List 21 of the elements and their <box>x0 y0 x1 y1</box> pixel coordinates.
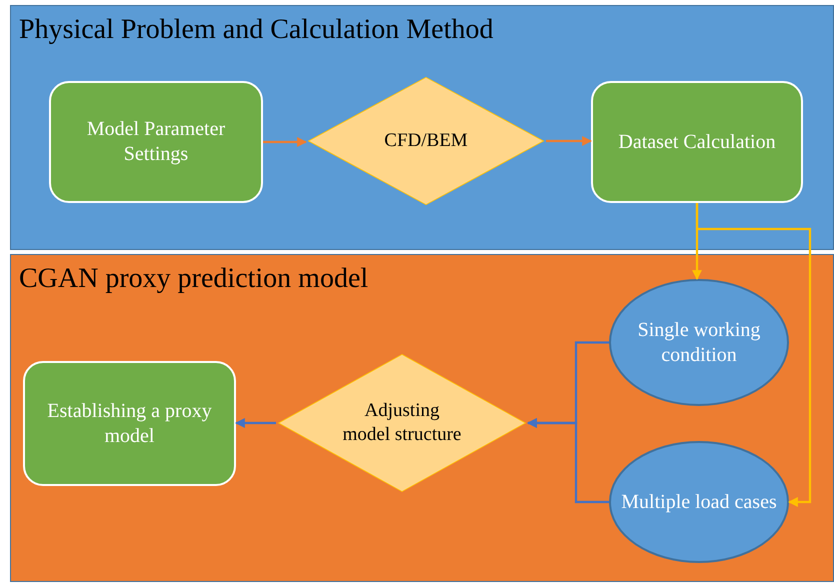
arrow <box>527 418 609 504</box>
arrow <box>235 418 276 428</box>
decision-diamond <box>306 76 546 206</box>
node-label: Model Parameter Settings <box>86 117 226 167</box>
node-label: CFD/BEM <box>384 129 468 153</box>
section-panel <box>10 254 834 582</box>
process-box <box>23 361 236 486</box>
node-label: Multiple load cases <box>621 490 777 514</box>
section-heading: Physical Problem and Calculation Method <box>19 14 494 46</box>
decision-diamond <box>276 353 528 493</box>
section-heading: CGAN proxy prediction model <box>19 263 368 295</box>
node-label: Adjusting model structure <box>342 399 462 447</box>
arrow <box>546 136 592 146</box>
section-panel <box>10 5 834 250</box>
arrow <box>696 203 812 507</box>
arrow <box>263 137 307 147</box>
node-label: Dataset Calculation <box>618 130 776 154</box>
node-label: Establishing a proxy model <box>46 398 213 448</box>
process-box <box>49 81 263 203</box>
node-label: Single working condition <box>636 318 762 368</box>
process-box <box>591 81 803 203</box>
